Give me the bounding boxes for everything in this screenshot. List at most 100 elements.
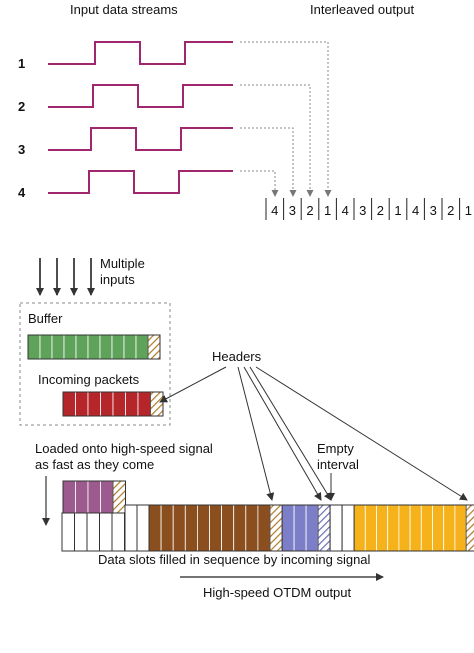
stream-number-1: 1: [18, 56, 25, 71]
buffer-packet-cell: [51, 334, 65, 360]
buffer-packet-cell: [27, 334, 41, 360]
guide-arrow-stream-2: [240, 84, 314, 197]
header-pointer-3: [243, 366, 322, 501]
incoming-packet-cell: [75, 391, 89, 417]
yellow-packet-slot: [353, 504, 366, 552]
buffer-packet-cell: [75, 334, 89, 360]
empty-interval-label-line1: Empty: [317, 441, 354, 456]
empty-interval-label-line2: interval: [317, 457, 359, 472]
sequence-slot-10: 3: [430, 203, 437, 218]
guide-arrow-stream-3: [240, 127, 297, 197]
multiple-inputs-label-line2: inputs: [100, 272, 135, 287]
brown-packet-slot: [257, 504, 271, 552]
headers-label: Headers: [212, 349, 262, 364]
sequence-slot-11: 2: [447, 203, 454, 218]
sequence-slot-8: 1: [394, 203, 401, 218]
otdm-output-caption: High-speed OTDM output: [203, 585, 352, 600]
buffer-packet-outline: [27, 334, 161, 360]
yellow-packet-slot: [443, 504, 456, 552]
buffer-packet-cell: [99, 334, 113, 360]
guide-arrow-stream-4: [240, 170, 279, 197]
buffer-packet-cell: [39, 334, 53, 360]
header-pointer-arrows: [159, 366, 468, 501]
brown-packet-header: [269, 504, 283, 552]
sequence-slot-5: 4: [342, 203, 349, 218]
empty-slot: [111, 512, 125, 552]
header-pointer-5: [255, 366, 468, 501]
sequence-slot-6: 3: [359, 203, 366, 218]
buffer-dashed-box: [19, 302, 171, 426]
loaded-packet-cell: [87, 480, 101, 514]
blue-packet-header: [317, 504, 331, 552]
signal-waveform-1: [48, 41, 233, 65]
loaded-packet-cell: [100, 480, 114, 514]
input-streams-title: Input data streams: [70, 2, 178, 17]
buffer-packet-cell: [135, 334, 149, 360]
yellow-packet-outline: [353, 504, 474, 552]
header-pointer-4: [249, 366, 332, 501]
incoming-packet-outline: [62, 391, 164, 417]
incoming-packet-header: [150, 391, 164, 417]
guide-arrow-stream-1: [240, 41, 332, 197]
sequence-slot-4: 1: [324, 203, 331, 218]
signal-waveform-4: [48, 170, 233, 194]
yellow-packet-slot: [454, 504, 467, 552]
multiple-inputs-label-line1: Multiple: [100, 256, 145, 271]
interleave-guide-arrows: [240, 41, 332, 197]
yellow-packet-slot: [432, 504, 445, 552]
buffer-packet: [27, 334, 161, 360]
signal-waveform-2: [48, 84, 233, 108]
yellow-packet-slot: [387, 504, 400, 552]
incoming-packet-cell: [137, 391, 151, 417]
empty-slot: [86, 512, 100, 552]
loaded-label-line2: as fast as they come: [35, 457, 154, 472]
brown-packet-slot: [184, 504, 198, 552]
loaded-packet-cell: [62, 480, 76, 514]
empty-slot: [74, 512, 88, 552]
blue-packet-slot: [305, 504, 319, 552]
buffer-packet-cell: [123, 334, 137, 360]
yellow-packet-slot: [398, 504, 411, 552]
empty-slot: [99, 512, 113, 552]
brown-packet-slot: [148, 504, 162, 552]
incoming-packet-cell: [112, 391, 126, 417]
stream-number-2: 2: [18, 99, 25, 114]
multiple-input-arrows: [36, 258, 95, 296]
yellow-packet-slot: [364, 504, 377, 552]
brown-packet-slot: [221, 504, 235, 552]
loaded-label-line1: Loaded onto high-speed signal: [35, 441, 213, 456]
incoming-packet-cell: [100, 391, 114, 417]
empty-slot: [136, 504, 150, 552]
loaded-packet-header: [112, 480, 126, 514]
interleaved-output-title: Interleaved output: [310, 2, 414, 17]
loaded-packet-cell: [75, 480, 89, 514]
input-signal-waveforms: [48, 41, 233, 194]
header-pointer-1: [159, 366, 227, 403]
incoming-packet: [62, 391, 164, 417]
yellow-packet-slot: [376, 504, 389, 552]
blue-packet-slot: [293, 504, 307, 552]
otdm-slot-row: [61, 480, 474, 552]
empty-slot: [61, 512, 75, 552]
slots-caption: Data slots filled in sequence by incomin…: [98, 552, 371, 567]
sequence-slot-2: 3: [289, 203, 296, 218]
empty-slot: [124, 504, 138, 552]
brown-packet-slot: [196, 504, 210, 552]
brown-packet-slot: [245, 504, 259, 552]
header-pointer-2: [237, 366, 275, 501]
buffer-packet-cell: [87, 334, 101, 360]
sequence-slot-12: 1: [465, 203, 472, 218]
buffer-label: Buffer: [28, 311, 63, 326]
yellow-packet-header: [465, 504, 474, 552]
yellow-packet-slot: [420, 504, 433, 552]
incoming-packet-cell: [62, 391, 76, 417]
stream-number-3: 3: [18, 142, 25, 157]
yellow-packet-slot: [409, 504, 422, 552]
buffer-packet-cell: [111, 334, 125, 360]
sequence-slot-1: 4: [271, 203, 278, 218]
sequence-slot-9: 4: [412, 203, 419, 218]
buffer-packet-header: [147, 334, 161, 360]
incoming-packets-label: Incoming packets: [38, 372, 140, 387]
